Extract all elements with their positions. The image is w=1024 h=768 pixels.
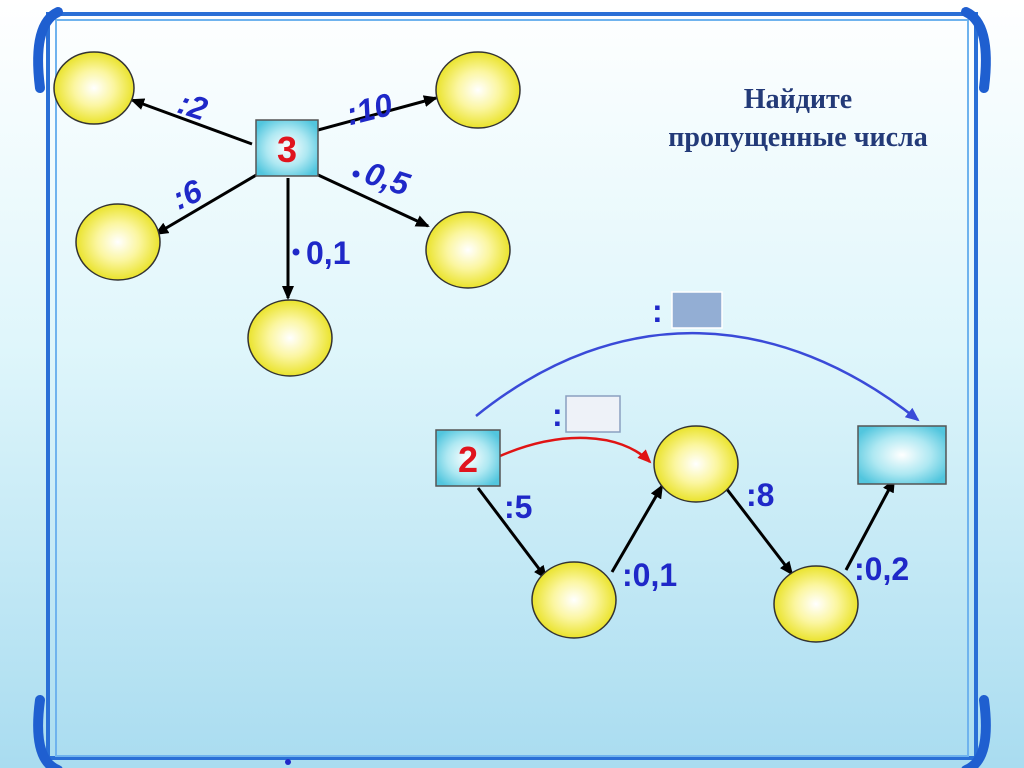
label-blue-colon: : — [652, 293, 663, 329]
arrow-mul05 — [315, 172, 430, 228]
chain-start-number: 2 — [458, 439, 478, 480]
chain-circle-2 — [653, 425, 739, 503]
frame-corner-tl — [33, 7, 63, 93]
label-mul05-dot — [352, 170, 360, 178]
blue-answer-box[interactable] — [671, 291, 723, 329]
arrow-div8 — [724, 487, 794, 576]
label-div5: :5 — [504, 489, 532, 525]
label-div01: :0,1 — [622, 557, 677, 593]
label-red-colon: : — [552, 397, 563, 433]
arrow-div01 — [610, 484, 664, 573]
label-div02: :0,2 — [854, 551, 909, 587]
arrow-div5 — [476, 487, 548, 580]
label-mul01: 0,1 — [306, 235, 350, 271]
chain-diagram: : : 2 :5 :0,1 :8 :0,2 — [435, 291, 947, 643]
star-circle-right — [425, 211, 511, 289]
star-circle-bottom — [247, 299, 333, 377]
red-answer-box[interactable] — [565, 395, 621, 433]
title-line-2: пропущенные числа — [668, 122, 928, 153]
label-mul01-dot — [292, 248, 300, 256]
arrow-blue-arc — [475, 331, 920, 422]
chain-circle-1 — [531, 561, 617, 639]
chain-end-box — [857, 425, 947, 485]
frame-bottom-dot — [285, 759, 291, 765]
star-circle-top-left — [53, 51, 135, 125]
arrow-red-arc — [499, 436, 652, 464]
chain-start-box — [435, 429, 501, 487]
frame-corner-tr — [961, 7, 991, 93]
arrow-div10 — [317, 95, 438, 132]
star-diagram: 3 :2 :10 :6 0,5 0,1 — [53, 51, 521, 377]
arrow-div6 — [154, 172, 259, 236]
chain-circle-3 — [773, 565, 859, 643]
star-center-number: 3 — [277, 129, 297, 170]
star-circle-left — [75, 203, 161, 281]
arrow-div2 — [130, 98, 253, 146]
label-div8: :8 — [746, 477, 774, 513]
title-line-1: Найдите — [744, 84, 852, 115]
star-circle-top-right — [435, 51, 521, 129]
arrow-div02 — [844, 478, 896, 571]
star-center-box — [255, 119, 319, 177]
